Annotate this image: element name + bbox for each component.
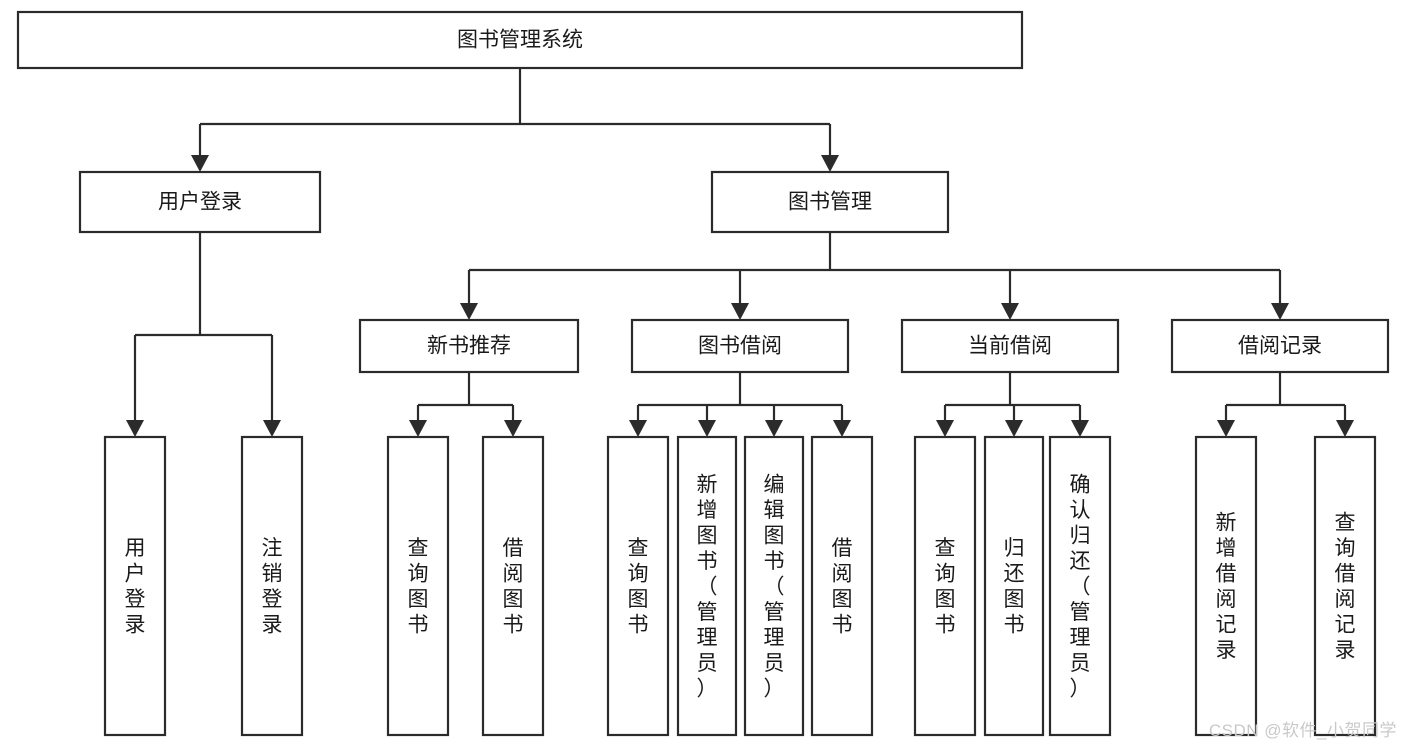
node-l3-图书借阅-1[interactable]: 图书借阅 [630, 318, 850, 374]
arrow-head-icon-leaf-当前借阅-0 [936, 420, 954, 437]
watermark-text: CSDN @软件_小贺同学 [1208, 721, 1397, 740]
node-label: 借阅图书 [503, 537, 524, 637]
arrow-head-icon-mgmt-2 [1001, 303, 1019, 320]
node-label: 当前借阅 [968, 335, 1052, 358]
node-rect [900, 318, 1120, 374]
arrow-head-icon-leaf-图书借阅-0 [629, 420, 647, 437]
node-label: 查询图书 [408, 537, 429, 637]
node-label: 图书借阅 [698, 335, 782, 358]
node-rect [78, 170, 322, 234]
arrow-head-icon-root-0 [191, 155, 209, 172]
node-label: 新增图书（管理员） [697, 473, 718, 700]
node-label: 借阅记录 [1238, 335, 1322, 358]
node-leaf-新增借阅记录-11[interactable]: 新增借阅记录 [1194, 435, 1258, 737]
connector-lines [126, 68, 1354, 437]
arrow-head-icon-mgmt-3 [1271, 303, 1289, 320]
node-label: 查询借阅记录 [1335, 512, 1356, 663]
arrow-head-icon-leaf-图书借阅-2 [765, 420, 783, 437]
node-label: 归还图书 [1004, 537, 1025, 637]
node-leaf-查询图书-4[interactable]: 查询图书 [606, 435, 670, 737]
arrow-head-icon-leaf-用户登录-1 [263, 420, 281, 437]
node-l3-新书推荐-0[interactable]: 新书推荐 [358, 318, 580, 374]
node-leaf-归还图书-9[interactable]: 归还图书 [983, 435, 1045, 737]
node-l3-借阅记录-3[interactable]: 借阅记录 [1170, 318, 1390, 374]
node-label: 借阅图书 [832, 537, 853, 637]
arrow-head-icon-leaf-借阅记录-0 [1217, 420, 1235, 437]
node-root-图书管理系统[interactable]: 图书管理系统 [16, 10, 1024, 70]
node-rect [240, 435, 304, 737]
node-l2-用户登录-0[interactable]: 用户登录 [78, 170, 322, 234]
node-rect [481, 435, 545, 737]
node-label: 查询图书 [935, 537, 956, 637]
node-rect [983, 435, 1045, 737]
node-label: 图书管理系统 [457, 29, 583, 52]
node-label: 用户登录 [158, 191, 242, 214]
node-rect [913, 435, 977, 737]
arrow-head-icon-mgmt-1 [731, 303, 749, 320]
node-leaf-注销登录-1[interactable]: 注销登录 [240, 435, 304, 737]
node-rect [16, 10, 1024, 70]
node-label: 确认归还（管理员） [1070, 473, 1091, 700]
arrow-head-icon-leaf-用户登录-0 [126, 420, 144, 437]
node-leaf-确认归还管理员-10[interactable]: 确认归还（管理员） [1048, 435, 1112, 737]
arrow-head-icon-mgmt-0 [460, 303, 478, 320]
node-rect [1048, 435, 1112, 737]
node-rect [606, 435, 670, 737]
node-leaf-查询图书-8[interactable]: 查询图书 [913, 435, 977, 737]
node-label: 用户登录 [125, 537, 146, 637]
arrow-head-icon-leaf-图书借阅-3 [833, 420, 851, 437]
node-rect [676, 435, 738, 737]
node-leaf-借阅图书-7[interactable]: 借阅图书 [810, 435, 874, 737]
arrow-head-icon-root-1 [821, 155, 839, 172]
node-label: 图书管理 [788, 191, 872, 214]
node-l2-图书管理-1[interactable]: 图书管理 [710, 170, 950, 234]
arrow-head-icon-leaf-当前借阅-1 [1005, 420, 1023, 437]
node-label: 新增借阅记录 [1216, 512, 1237, 663]
node-rect [743, 435, 805, 737]
node-rect [1313, 435, 1377, 737]
node-leaf-查询图书-2[interactable]: 查询图书 [386, 435, 450, 737]
node-l3-当前借阅-2[interactable]: 当前借阅 [900, 318, 1120, 374]
node-leaf-用户登录-0[interactable]: 用户登录 [103, 435, 167, 737]
node-label: 新书推荐 [427, 335, 511, 358]
arrow-head-icon-leaf-当前借阅-2 [1071, 420, 1089, 437]
node-label: 编辑图书（管理员） [764, 473, 785, 700]
node-rect [710, 170, 950, 234]
node-leaf-新增图书管理员-5[interactable]: 新增图书（管理员） [676, 435, 738, 737]
node-rect [810, 435, 874, 737]
node-rect [1194, 435, 1258, 737]
arrow-head-icon-leaf-新书推荐-1 [504, 420, 522, 437]
node-boxes: 图书管理系统用户登录图书管理新书推荐图书借阅当前借阅借阅记录用户登录注销登录查询… [16, 10, 1390, 737]
arrow-head-icon-leaf-新书推荐-0 [409, 420, 427, 437]
arrow-head-icon-leaf-借阅记录-1 [1336, 420, 1354, 437]
node-leaf-借阅图书-3[interactable]: 借阅图书 [481, 435, 545, 737]
node-rect [358, 318, 580, 374]
node-rect [386, 435, 450, 737]
node-rect [103, 435, 167, 737]
node-rect [1170, 318, 1390, 374]
node-leaf-查询借阅记录-12[interactable]: 查询借阅记录 [1313, 435, 1377, 737]
node-label: 注销登录 [262, 537, 283, 637]
node-label: 查询图书 [628, 537, 649, 637]
node-rect [630, 318, 850, 374]
node-leaf-编辑图书管理员-6[interactable]: 编辑图书（管理员） [743, 435, 805, 737]
arrow-head-icon-leaf-图书借阅-1 [698, 420, 716, 437]
